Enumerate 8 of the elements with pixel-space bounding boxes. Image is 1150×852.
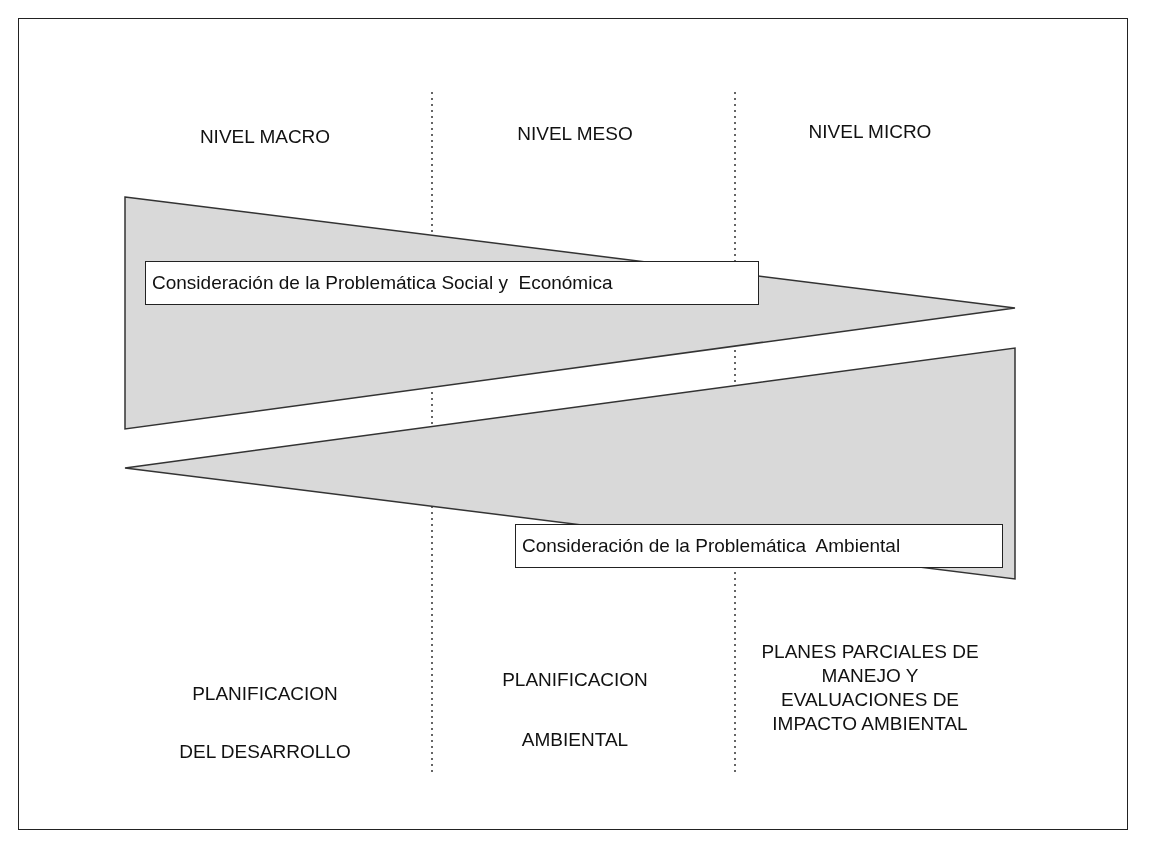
planning-label: PLANIFICACION AMBIENTAL [501, 668, 649, 752]
level-heading: NIVEL MACRO [198, 125, 332, 149]
level-heading: NIVEL MICRO [807, 120, 933, 144]
text-box: Consideración de la Problemática Ambiental [515, 524, 1003, 568]
planning-label: PLANIFICACION DEL DESARROLLO [178, 682, 352, 764]
text-box: Consideración de la Problemática Social y Económica [145, 261, 759, 305]
planning-label: PLANES PARCIALES DE MANEJO Y EVALUACIONES DE IMPACTO AMBIENTAL [760, 640, 980, 736]
level-heading: NIVEL MESO [516, 122, 634, 146]
